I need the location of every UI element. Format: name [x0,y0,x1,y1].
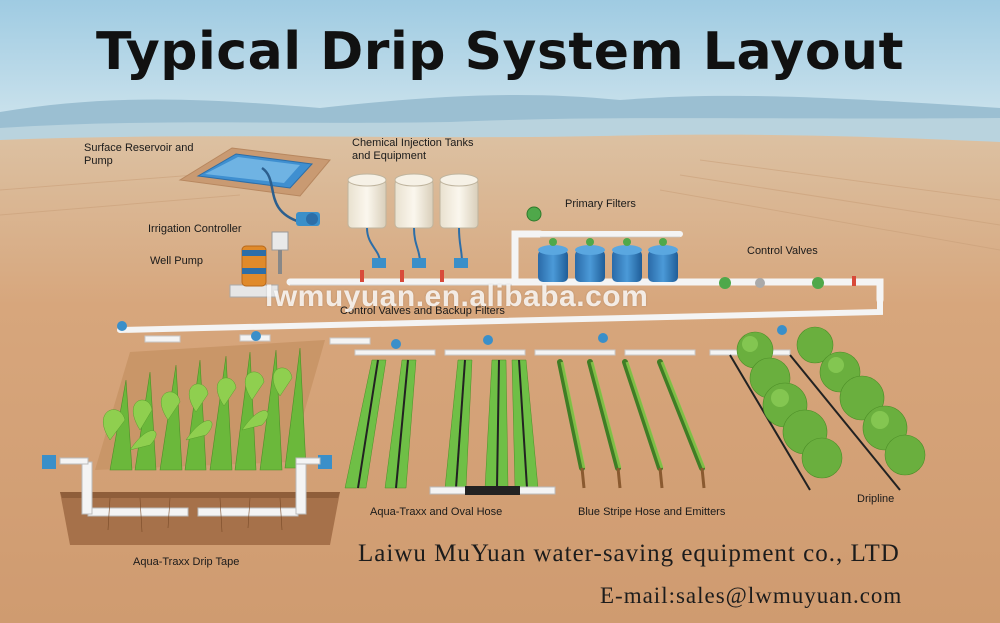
submain-valves [117,321,787,349]
label-well-pump: Well Pump [150,255,203,267]
well-pump [229,245,279,298]
primary-filters [526,206,678,282]
drip-tape-trench [60,461,340,545]
company-name: Laiwu MuYuan water-saving equipment co.,… [358,540,900,567]
control-valves [719,276,856,289]
surface-pump [296,212,320,226]
label-chemical-tanks: Chemical Injection Tanks and Equipment [352,137,474,162]
injection-valves [360,258,468,282]
label-control-valves-backup: Control Valves and Backup Filters [340,305,505,317]
vegetable-rows [344,359,556,495]
label-control-valves: Control Valves [747,245,818,257]
surface-reservoir [178,147,331,197]
chemical-tanks [347,173,479,229]
company-email: E-mail:sales@lwmuyuan.com [600,583,903,608]
reservoir-pipe [261,166,301,224]
page-title: Typical Drip System Layout [96,22,904,82]
label-irrigation-controller: Irrigation Controller [148,223,242,235]
orchard-rows [729,326,926,491]
label-blue-stripe: Blue Stripe Hose and Emitters [578,506,726,518]
watermark: lwmuyuan.en.alibaba.com [265,280,649,313]
label-primary-filters: Primary Filters [565,198,636,210]
vine-rows [557,359,706,489]
corn-field [95,340,325,471]
label-aqua-traxx-tape: Aqua-Traxx Drip Tape [133,556,240,568]
label-surface-reservoir: Surface Reservoir and Pump [84,142,194,167]
trench-valves [42,455,332,469]
irrigation-controller [271,231,289,274]
label-aqua-traxx-oval: Aqua-Traxx and Oval Hose [370,506,503,518]
label-dripline: Dripline [857,493,895,505]
pipe-outline [290,236,680,286]
